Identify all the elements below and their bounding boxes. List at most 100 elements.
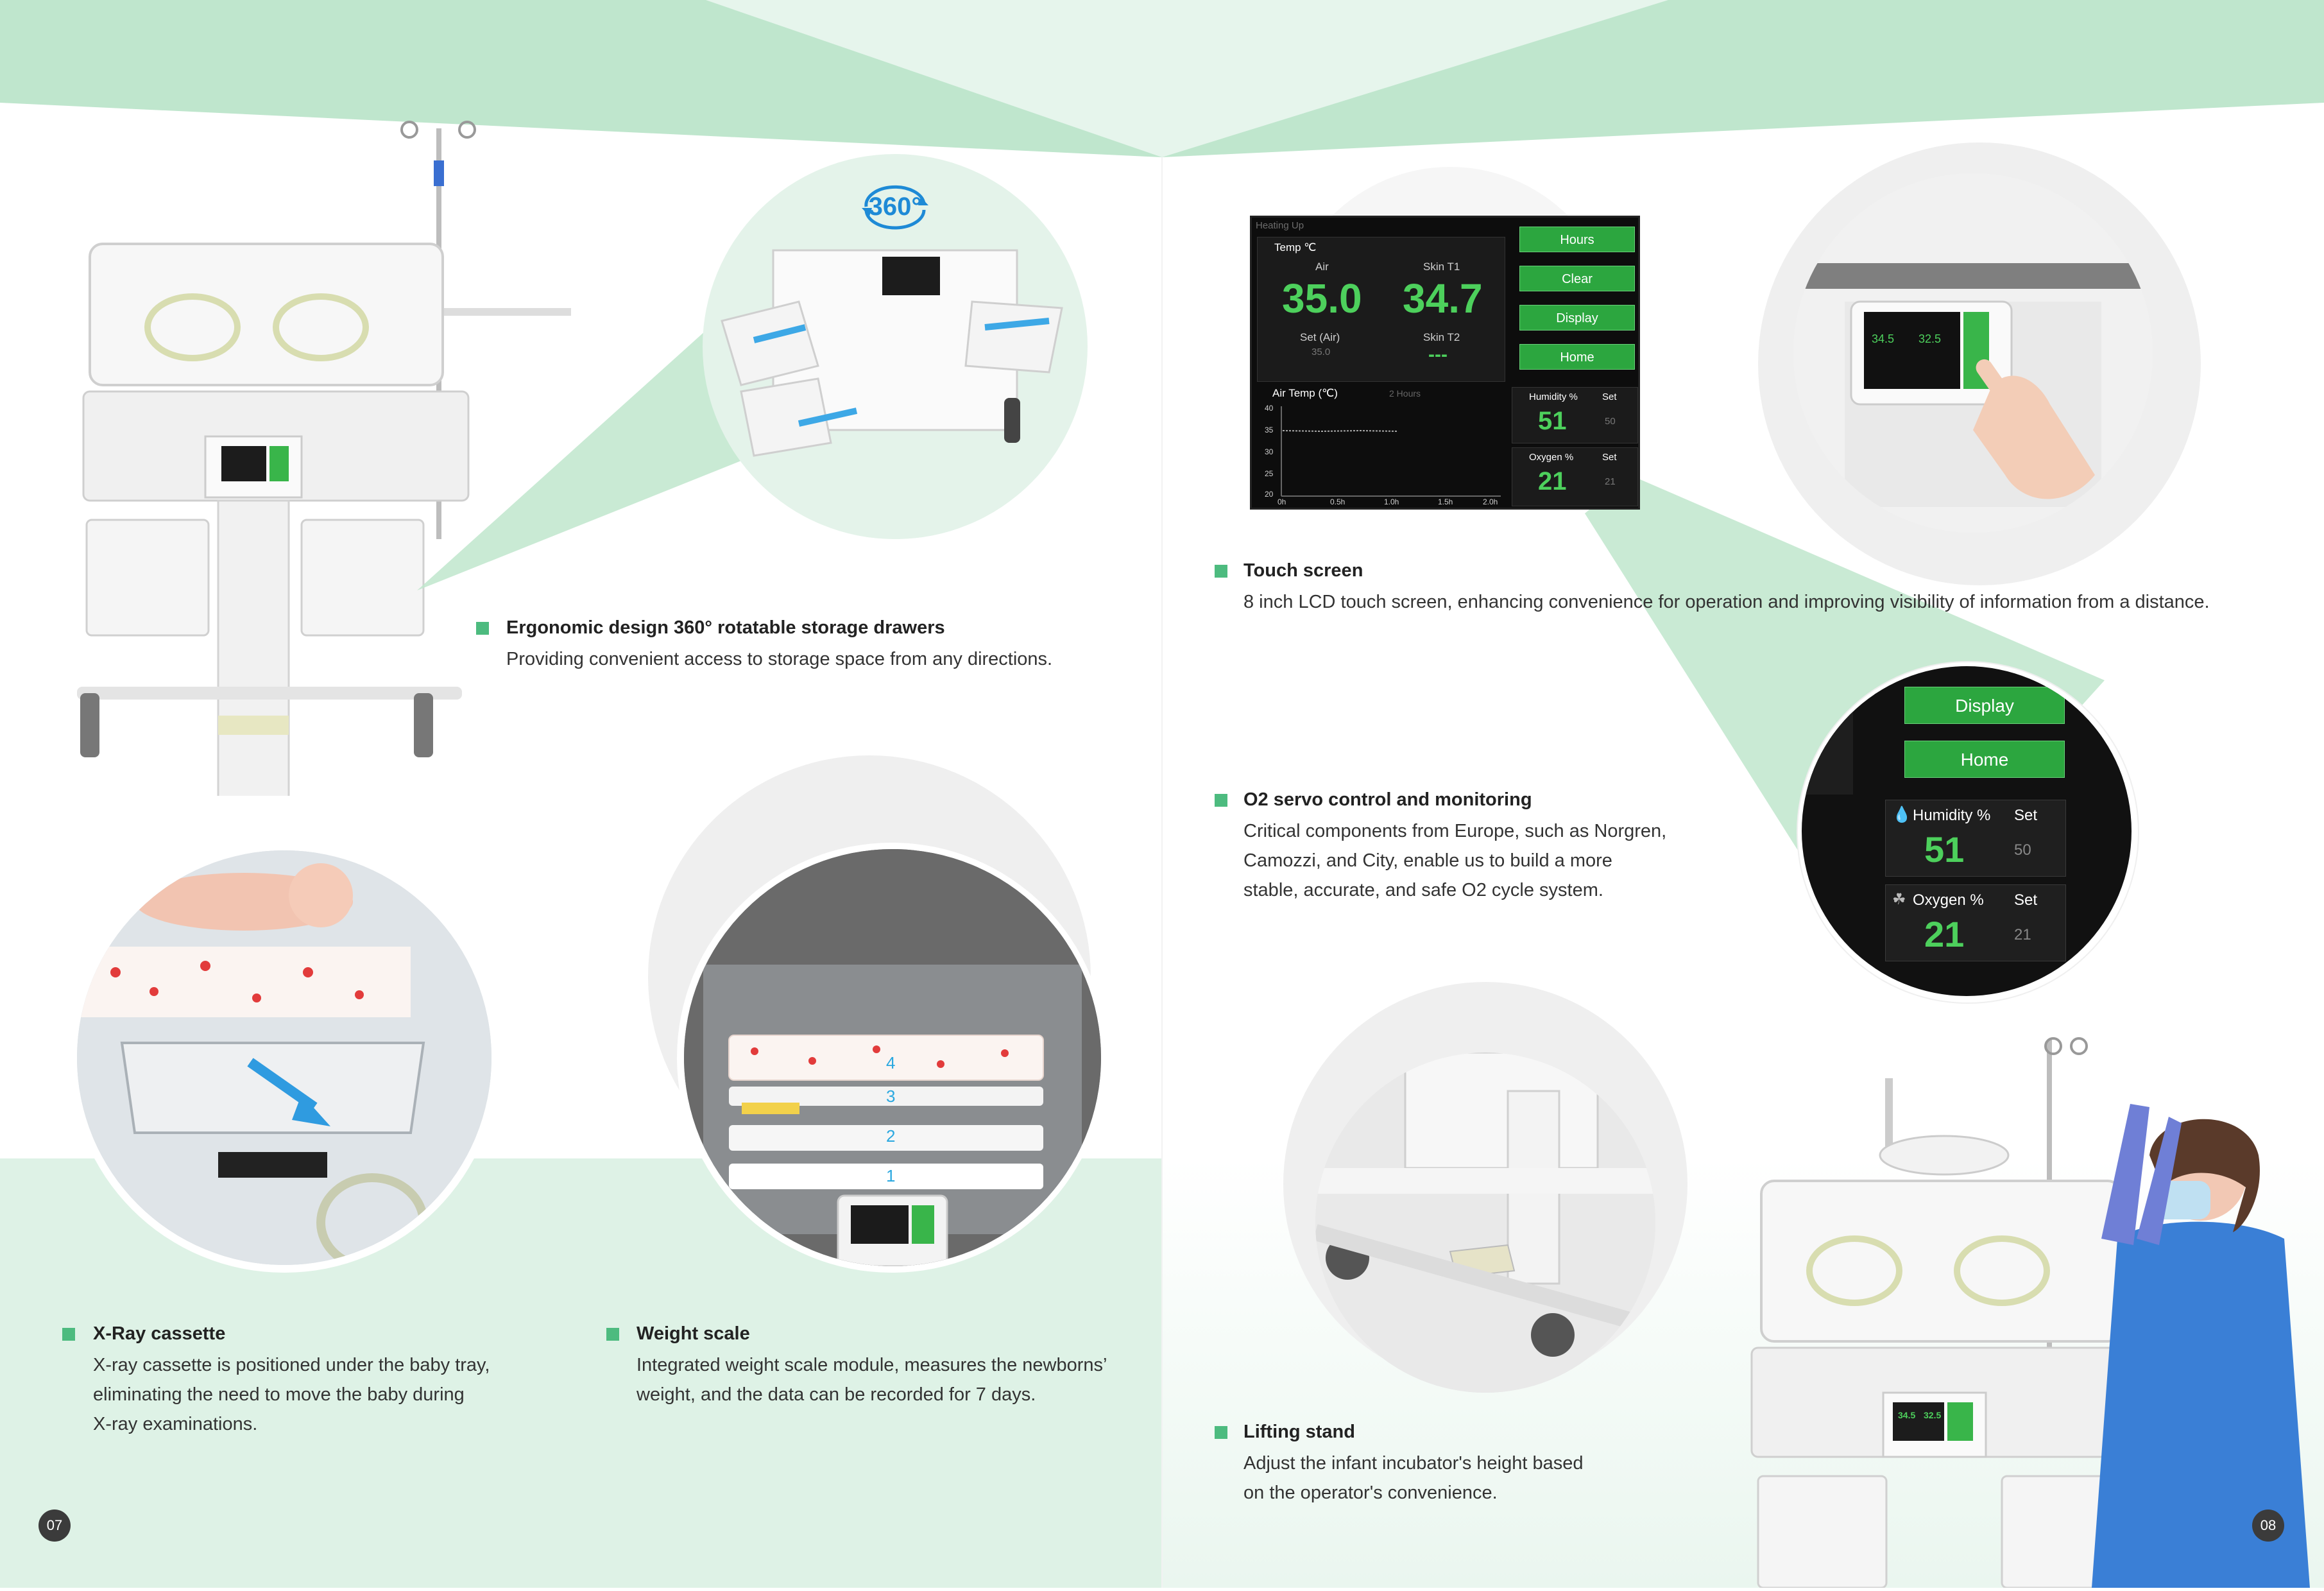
feature-title-lifting-stand: Lifting stand (1243, 1422, 1355, 1442)
feature-desc-o2-line-2: Camozzi, and City, enable us to build a … (1243, 850, 1612, 871)
x-tick-1-0h: 1.0h (1384, 497, 1399, 506)
x-tick-0-5h: 0.5h (1330, 497, 1346, 506)
device-readout-left: 34.5 (1898, 1410, 1916, 1420)
feature-title-o2-servo: O2 servo control and monitoring (1243, 789, 1532, 810)
xray-cassette-circle (77, 850, 491, 1265)
o2-zoom-circle: Display Home 💧 Humidity % Set 51 50 ☘ Ox… (1802, 666, 2132, 996)
tray-level-4: 4 (886, 1053, 896, 1072)
oxygen-label: Oxygen % (1529, 452, 1574, 463)
feature-desc-storage-drawers: Providing convenient access to storage s… (506, 649, 1053, 669)
incubator-illustration (58, 116, 584, 810)
zoom-humidity-panel: 💧 Humidity % Set 51 50 (1885, 800, 2066, 877)
zoom-oxygen-label: Oxygen % (1913, 891, 1984, 909)
page-divider (1161, 0, 1163, 1588)
svg-text:32.5: 32.5 (1918, 332, 1941, 345)
feature-desc-o2-line-3: stable, accurate, and safe O2 cycle syst… (1243, 880, 1603, 900)
device-readout-right: 32.5 (1924, 1410, 1942, 1420)
skin2-label: Skin T2 (1423, 331, 1460, 343)
feature-desc-lifting-line-1: Adjust the infant incubator's height bas… (1243, 1453, 1584, 1474)
graph-title: Air Temp (℃) (1272, 387, 1338, 399)
feature-bullet (1215, 565, 1227, 578)
clear-button[interactable]: Clear (1519, 266, 1635, 291)
lcd-touch-screen: Heating Up Temp ℃ Air 35.0 Skin T1 34.7 … (1250, 216, 1640, 510)
humidity-panel: Humidity % Set 51 50 (1512, 387, 1638, 443)
feature-desc-touch-screen: 8 inch LCD touch screen, enhancing conve… (1243, 592, 2210, 612)
humidity-drop-icon: 💧 (1892, 806, 1911, 823)
feature-desc-o2-line-1: Critical components from Europe, such as… (1243, 821, 1667, 841)
rotation-label: 360° (868, 193, 922, 221)
zoom-oxygen-panel: ☘ Oxygen % Set 21 21 (1885, 884, 2066, 961)
skin1-label: Skin T1 (1423, 261, 1460, 273)
x-tick-0h: 0h (1277, 497, 1286, 506)
temp-panel: Temp ℃ Air 35.0 Skin T1 34.7 Set (Air) 3… (1257, 237, 1505, 382)
feature-bullet (606, 1328, 619, 1341)
zoom-dark-panel (1802, 666, 1853, 795)
oxygen-set-value: 21 (1605, 476, 1616, 487)
air-temp-graph: Air Temp (℃) 2 Hours 40 35 30 25 20 0h 0… (1257, 387, 1504, 506)
zoom-oxygen-set-value: 21 (2014, 926, 2031, 943)
y-tick-25: 25 (1265, 469, 1274, 478)
oxygen-value: 21 (1538, 467, 1567, 495)
feature-desc-weight-line-2: weight, and the data can be recorded for… (637, 1384, 1036, 1405)
zoom-oxygen-set-label: Set (2014, 891, 2038, 909)
zoom-display-button[interactable]: Display (1904, 687, 2065, 724)
graph-hours: 2 Hours (1389, 388, 1421, 399)
tray-level-3: 3 (886, 1087, 896, 1106)
set-air-value: 35.0 (1312, 347, 1331, 357)
rotation-arrows-icon (862, 185, 928, 230)
y-tick-35: 35 (1265, 426, 1274, 434)
top-banner (0, 0, 2324, 157)
zoom-humidity-set-value: 50 (2014, 841, 2031, 859)
tray-level-2: 2 (886, 1126, 896, 1146)
humidity-set-value: 50 (1605, 416, 1616, 427)
feature-title-weight-scale: Weight scale (637, 1323, 750, 1344)
set-air-label: Set (Air) (1300, 331, 1340, 343)
feature-desc-xray-line-3: X-ray examinations. (93, 1414, 258, 1434)
lifting-stand-circle (1315, 1053, 1655, 1393)
temp-header: Temp ℃ (1274, 241, 1317, 254)
home-button[interactable]: Home (1519, 344, 1635, 370)
display-button[interactable]: Display (1519, 305, 1635, 331)
zoom-humidity-set-label: Set (2014, 807, 2038, 824)
hours-button[interactable]: Hours (1519, 227, 1635, 252)
feature-title-xray-cassette: X-Ray cassette (93, 1323, 226, 1344)
oxygen-set-label: Set (1602, 452, 1617, 463)
zoom-humidity-label: Humidity % (1913, 807, 1991, 824)
air-label: Air (1315, 261, 1329, 273)
page-number-right: 08 (2252, 1509, 2284, 1542)
feature-title-touch-screen: Touch screen (1243, 560, 1363, 581)
y-tick-30: 30 (1265, 447, 1274, 456)
feature-bullet (476, 622, 489, 635)
x-tick-2-0h: 2.0h (1483, 497, 1498, 506)
svg-text:34.5: 34.5 (1872, 332, 1894, 345)
screen-status: Heating Up (1256, 220, 1304, 231)
feature-desc-xray-line-1: X-ray cassette is positioned under the b… (93, 1355, 490, 1375)
x-tick-1-5h: 1.5h (1438, 497, 1453, 506)
feature-title-storage-drawers: Ergonomic design 360° rotatable storage … (506, 617, 945, 638)
touch-screen-circle: 34.5 32.5 (1793, 173, 2153, 533)
humidity-label: Humidity % (1529, 391, 1578, 402)
humidity-value: 51 (1538, 407, 1567, 435)
skin1-value: 34.7 (1403, 275, 1483, 322)
graph-plot (1281, 406, 1501, 497)
feature-desc-lifting-line-2: on the operator's convenience. (1243, 1483, 1498, 1503)
skin2-value: --- (1428, 344, 1448, 365)
feature-bullet (1215, 1426, 1227, 1439)
y-tick-20: 20 (1265, 490, 1274, 499)
weight-scale-circle: 4 3 2 1 (684, 849, 1101, 1266)
rotation-360-badge: 360° (857, 181, 934, 232)
y-tick-40: 40 (1265, 404, 1274, 413)
feature-desc-xray-line-2: eliminating the need to move the baby du… (93, 1384, 465, 1405)
zoom-home-button[interactable]: Home (1904, 741, 2065, 778)
feature-desc-weight-line-1: Integrated weight scale module, measures… (637, 1355, 1107, 1375)
feature-bullet (62, 1328, 75, 1341)
zoom-oxygen-value: 21 (1924, 914, 1965, 954)
page-number-left: 07 (38, 1509, 71, 1542)
oxygen-panel: Oxygen % Set 21 21 (1512, 447, 1638, 506)
feature-bullet (1215, 794, 1227, 807)
tray-level-1: 1 (886, 1166, 896, 1185)
air-value: 35.0 (1282, 275, 1362, 322)
zoom-humidity-value: 51 (1924, 829, 1965, 870)
humidity-set-label: Set (1602, 391, 1617, 402)
oxygen-leaf-icon: ☘ (1892, 891, 1906, 908)
